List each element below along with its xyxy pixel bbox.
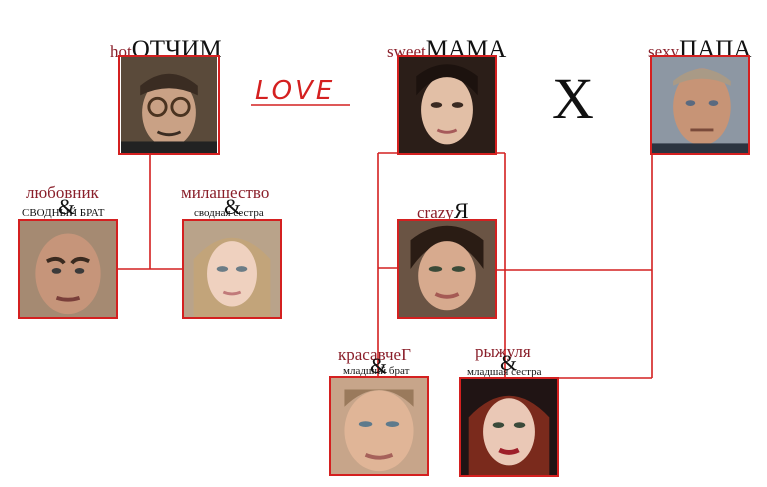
portrait-icon <box>184 221 280 317</box>
portrait-icon <box>121 57 217 153</box>
redhead-amp: & <box>500 350 518 375</box>
father-photo <box>650 55 750 155</box>
portrait-icon <box>652 57 748 153</box>
portrait-icon <box>399 57 495 153</box>
portrait-icon <box>331 378 427 474</box>
me-photo <box>397 219 497 319</box>
love-text: LOVE <box>255 76 336 106</box>
portrait-icon <box>20 221 116 317</box>
lover-amp: & <box>58 194 76 219</box>
lover-label: любовник <box>26 183 99 202</box>
lover-photo <box>18 219 118 319</box>
me-prefix: crazy <box>417 203 454 222</box>
handsome-photo <box>329 376 429 476</box>
portrait-icon <box>399 221 495 317</box>
darling-amp: & <box>224 194 242 219</box>
portrait-icon <box>461 379 557 475</box>
me-label: crazyЯ <box>417 200 469 222</box>
darling-sub: сводная сестра <box>194 207 264 219</box>
darling-photo <box>182 219 282 319</box>
redhead-photo <box>459 377 559 477</box>
mother-photo <box>397 55 497 155</box>
redhead-label: рыжуля <box>475 342 531 361</box>
redhead-sub: младшая сестра <box>467 366 542 378</box>
handsome-amp: & <box>370 353 388 378</box>
handsome-sub: младший брат <box>343 365 410 377</box>
me-name: Я <box>453 198 469 223</box>
lover-sub: СВОДНЫЙ БРАТ <box>22 207 105 219</box>
handsome-label: красавчеГ <box>338 345 411 364</box>
darling-label: милашество <box>181 183 270 202</box>
x-mark: X <box>552 66 594 131</box>
stepfather-photo <box>118 55 220 155</box>
